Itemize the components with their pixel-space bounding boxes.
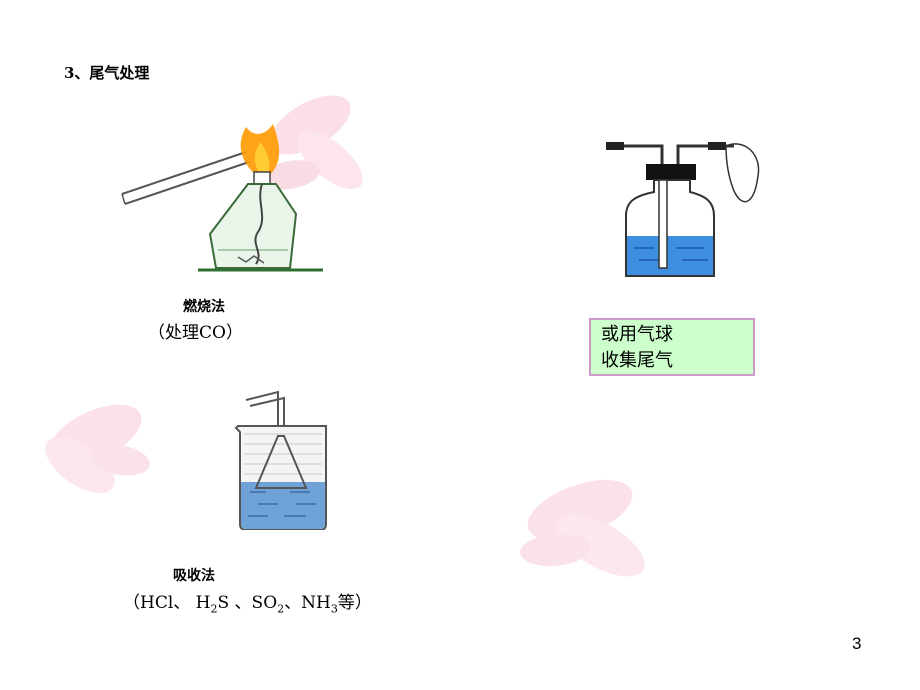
- absorption-gas-text-4: 等）: [337, 593, 372, 613]
- absorption-method-subtitle: （HCl、 H2S 、SO2、NH3等）: [123, 588, 372, 615]
- combustion-method-caption: 燃烧法: [183, 299, 225, 315]
- blossom-decoration-left: [45, 404, 150, 494]
- blossom-decoration-right: [520, 479, 645, 577]
- gas-washing-bottle-illustration: [606, 142, 760, 277]
- absorption-subscript-1: 2: [210, 602, 218, 616]
- balloon-note-line-1: 或用气球: [601, 324, 673, 345]
- absorption-gas-text-1: （HCl、 H: [123, 593, 211, 613]
- absorption-subscript-3: 3: [330, 602, 338, 616]
- absorption-gas-text-3: 、NH: [284, 593, 331, 613]
- slide-title: 3、尾气处理: [64, 64, 150, 82]
- alcohol-lamp-illustration: [121, 124, 323, 272]
- combustion-method-subtitle: （处理CO）: [148, 323, 243, 343]
- balloon-note-line-2: 收集尾气: [601, 350, 673, 371]
- balloon-collection-note: 或用气球 收集尾气: [589, 318, 755, 376]
- page-number: 3: [852, 634, 862, 653]
- absorption-subscript-2: 2: [277, 602, 285, 616]
- absorption-beaker-illustration: [234, 390, 327, 530]
- absorption-gas-text-2: S 、SO: [217, 593, 278, 613]
- absorption-method-caption: 吸收法: [173, 568, 215, 584]
